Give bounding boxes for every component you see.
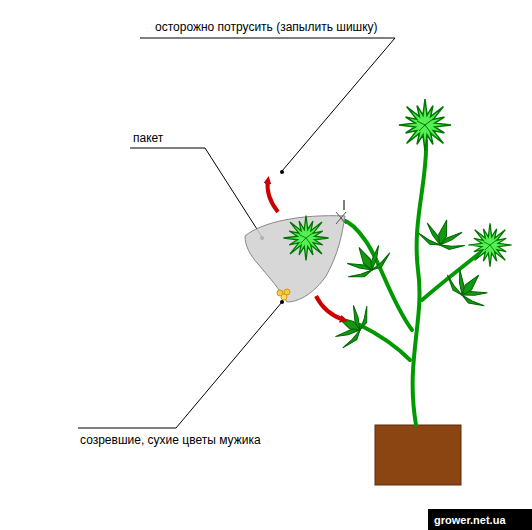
- instruction-label: осторожно потрусить (запылить шишку): [155, 20, 378, 34]
- cannabis-leaf: [325, 296, 373, 352]
- part-label: пакет: [133, 131, 163, 145]
- plastic-bag: [245, 216, 345, 302]
- flower-bud: [283, 215, 328, 260]
- watermark: grower.net.ua: [434, 513, 506, 527]
- flower-bud: [399, 99, 451, 151]
- leader-dot: [280, 170, 284, 174]
- leader-dot: [280, 300, 284, 304]
- watermark-ground: [428, 509, 532, 530]
- flower-pot: [375, 425, 461, 485]
- cannabis-leaf: [416, 214, 470, 253]
- shake-arrow: [316, 296, 344, 320]
- bag-tie: [336, 212, 346, 224]
- bag-tie: [344, 200, 345, 210]
- shake-arrow: [267, 180, 278, 212]
- part-label: созревшие, сухие цветы мужика: [80, 433, 261, 447]
- flower-bud: [468, 223, 511, 266]
- cannabis-leaf: [442, 260, 497, 312]
- male-pollen: [277, 289, 290, 300]
- cannabis-leaf: [338, 235, 394, 283]
- leader-line: [78, 38, 395, 428]
